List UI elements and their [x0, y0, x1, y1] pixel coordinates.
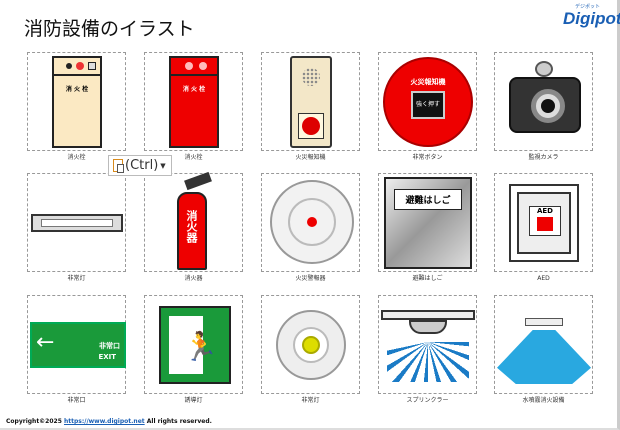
illustration-cell[interactable]: 🏃 — [144, 295, 243, 394]
illustration-label: AED — [537, 275, 550, 282]
illustration-image — [535, 61, 553, 77]
illustration-image: 消 火 栓 — [169, 56, 219, 148]
illustration-image — [525, 318, 563, 326]
illustration-label: 火災報知機 — [295, 154, 326, 161]
illustration-image — [387, 342, 469, 382]
illustration-cell[interactable] — [261, 173, 360, 272]
illustration-image — [270, 180, 354, 264]
illustration-label: 非常灯 — [67, 275, 86, 282]
illustration-image — [31, 214, 123, 232]
illustration-label: 非常灯 — [301, 397, 320, 404]
illustration-image: AED — [509, 184, 579, 262]
illustration-cell[interactable]: 消 火 栓 — [144, 52, 243, 151]
illustration-label: 火災警報器 — [295, 275, 326, 282]
illustration-label: スプリンクラー — [406, 397, 449, 404]
illustration-image: 避難はしご — [384, 177, 472, 269]
illustration-image — [497, 330, 591, 384]
illustration-image — [509, 77, 581, 133]
illustration-image: 🏃 — [159, 306, 231, 384]
illustration-image — [409, 320, 447, 334]
illustration-image: 消 火 栓 — [52, 56, 102, 148]
illustration-image: 火災報知機強く押す — [383, 57, 473, 147]
footer: Copyright©2025 https://www.digipot.net A… — [6, 418, 212, 425]
illustration-label: 消火栓 — [184, 154, 203, 161]
logo-subtitle: デジポット — [575, 4, 601, 10]
paste-label: (Ctrl) — [125, 158, 159, 173]
illustration-cell[interactable]: 消火器 — [144, 171, 243, 272]
illustration-label: 非常ボタン — [412, 154, 443, 161]
illustration-image: 消火器 — [177, 192, 207, 270]
illustration-label: 消火栓 — [67, 154, 86, 161]
illustration-cell[interactable] — [494, 295, 593, 394]
illustration-image — [184, 171, 212, 191]
illustration-image — [276, 310, 346, 380]
footer-link[interactable]: https://www.digipot.net — [63, 418, 145, 425]
illustration-cell[interactable]: AED — [494, 173, 593, 272]
illustration-label: 誘導灯 — [184, 397, 203, 404]
illustration-label: 水噴霧消火設備 — [522, 397, 565, 404]
illustration-cell[interactable]: 火災報知機強く押す — [378, 52, 477, 151]
illustration-cell[interactable] — [261, 52, 360, 151]
paste-options-button[interactable]: (Ctrl) ▼ — [108, 155, 172, 176]
illustration-label: 消火器 — [184, 275, 203, 282]
illustration-cell[interactable] — [378, 295, 477, 394]
illustration-cell[interactable] — [494, 52, 593, 151]
illustration-cell[interactable]: 避難はしご — [378, 173, 477, 272]
illustration-cell[interactable] — [27, 173, 126, 272]
logo-text: Digipot — [563, 9, 620, 28]
illustration-image — [381, 310, 475, 320]
clipboard-icon — [113, 159, 124, 173]
illustration-image — [290, 56, 332, 148]
illustration-label: 監視カメラ — [528, 154, 559, 161]
illustration-label: 非常口 — [67, 397, 86, 404]
illustration-label: 避難はしご — [412, 275, 443, 282]
illustration-cell[interactable] — [261, 295, 360, 394]
illustration-cell[interactable]: 消 火 栓 — [27, 52, 126, 151]
page-title: 消防設備のイラスト — [24, 18, 195, 40]
chevron-down-icon: ▼ — [160, 161, 166, 170]
